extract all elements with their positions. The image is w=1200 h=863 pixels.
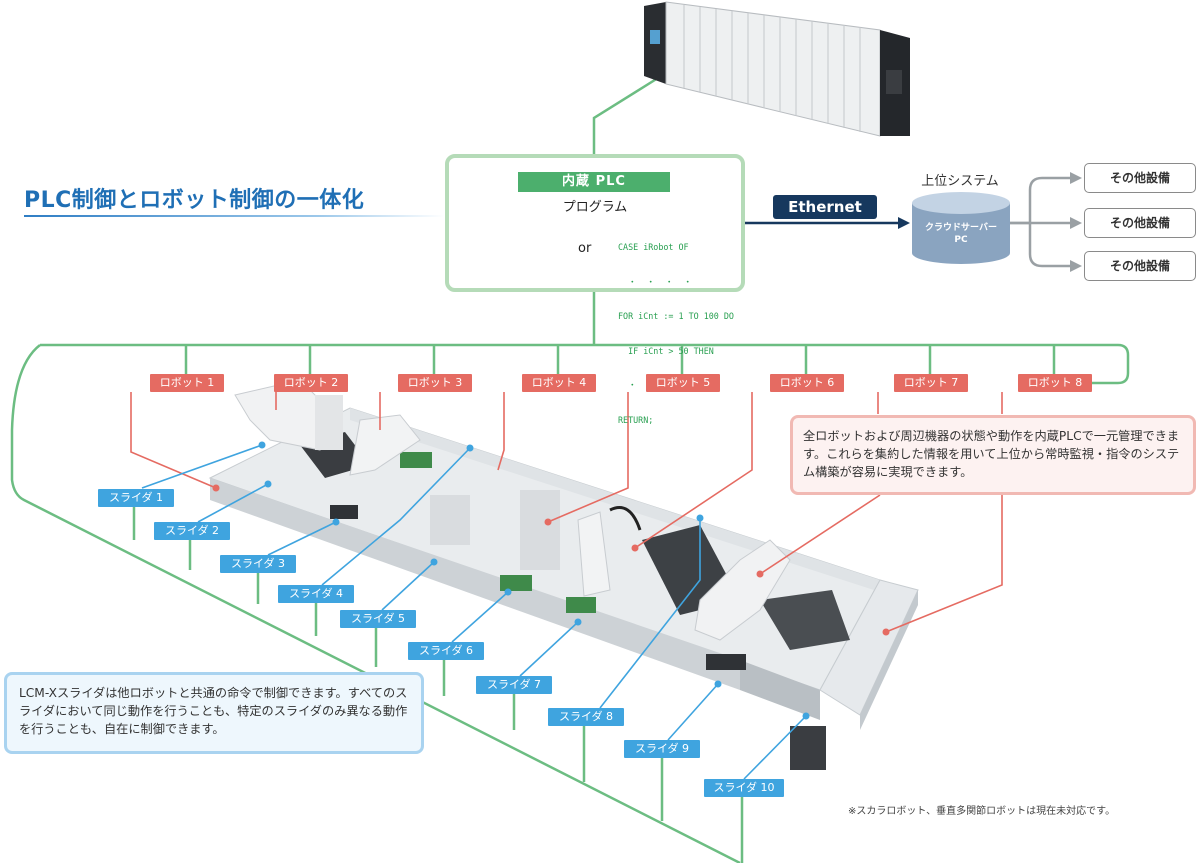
cloud-label-line: クラウドサーバー [925, 223, 997, 233]
code-line: RETURN; [618, 414, 654, 425]
robot-tag: ロボット 1 [150, 374, 224, 392]
slider-tag: スライダ 3 [220, 555, 296, 573]
cloud-server-icon [912, 192, 1010, 264]
or-label: or [578, 241, 592, 256]
robot-note: 全ロボットおよび周辺機器の状態や動作を内蔵PLCで一元管理できます。これらを集約… [790, 415, 1196, 495]
code-line: CASE iRobot OF [618, 242, 689, 252]
slider-tag: スライダ 2 [154, 522, 230, 540]
slider-tag: スライダ 4 [278, 585, 354, 603]
page-title: PLC制御とロボット制御の一体化 [24, 188, 365, 213]
program-label: プログラム [562, 200, 628, 215]
robot-tag: ロボット 2 [274, 374, 348, 392]
code-line: IF iCnt > 50 THEN [618, 345, 714, 356]
structured-text-code: CASE iRobot OF ・ ・ ・ ・ FOR iCnt := 1 TO … [618, 219, 734, 449]
robot-tag: ロボット 8 [1018, 374, 1092, 392]
slider-tag: スライダ 8 [548, 708, 624, 726]
plc-rack-illustration [644, 1, 910, 137]
plc-connection-lines [10, 76, 1130, 863]
other-equipment-box: その他設備 [1084, 208, 1196, 238]
code-line: ・ ・ ・ ・ [618, 276, 692, 287]
ethernet-badge: Ethernet [773, 195, 877, 219]
slider-tag: スライダ 9 [624, 740, 700, 758]
slider-leader-dots [258, 441, 810, 720]
robot-tag: ロボット 6 [770, 374, 844, 392]
slider-leader-lines [141, 444, 807, 780]
robot-tag: ロボット 4 [522, 374, 596, 392]
slider-tag: スライダ 7 [476, 676, 552, 694]
plc-label: 内蔵 PLC [518, 172, 670, 192]
ethernet-link [745, 217, 910, 229]
footnote: ※スカラロボット、垂直多関節ロボットは現在未対応です。 [848, 806, 1116, 817]
robot-tag: ロボット 3 [398, 374, 472, 392]
robot-leader-dots [212, 484, 890, 636]
slider-tag: スライダ 5 [340, 610, 416, 628]
code-line: FOR iCnt := 1 TO 100 DO [618, 311, 734, 321]
other-equipment-box: その他設備 [1084, 251, 1196, 281]
slider-tag: スライダ 10 [704, 779, 784, 797]
robot-tag: ロボット 5 [646, 374, 720, 392]
robot-tag: ロボット 7 [894, 374, 968, 392]
equipment-links [1010, 172, 1082, 272]
cloud-label-line: PC [954, 235, 968, 245]
slider-tag: スライダ 1 [98, 489, 174, 507]
robot-illustrations [234, 379, 791, 641]
slider-note: LCM-Xスライダは他ロボットと共通の命令で制御できます。すべてのスライダにおい… [4, 672, 424, 754]
cloud-server-label: クラウドサーバー PC [912, 222, 1010, 246]
title-underline [24, 215, 444, 217]
robot-leader-lines [130, 392, 1003, 633]
slider-tag: スライダ 6 [408, 642, 484, 660]
host-system-label: 上位システム [921, 174, 999, 189]
other-equipment-box: その他設備 [1084, 163, 1196, 193]
